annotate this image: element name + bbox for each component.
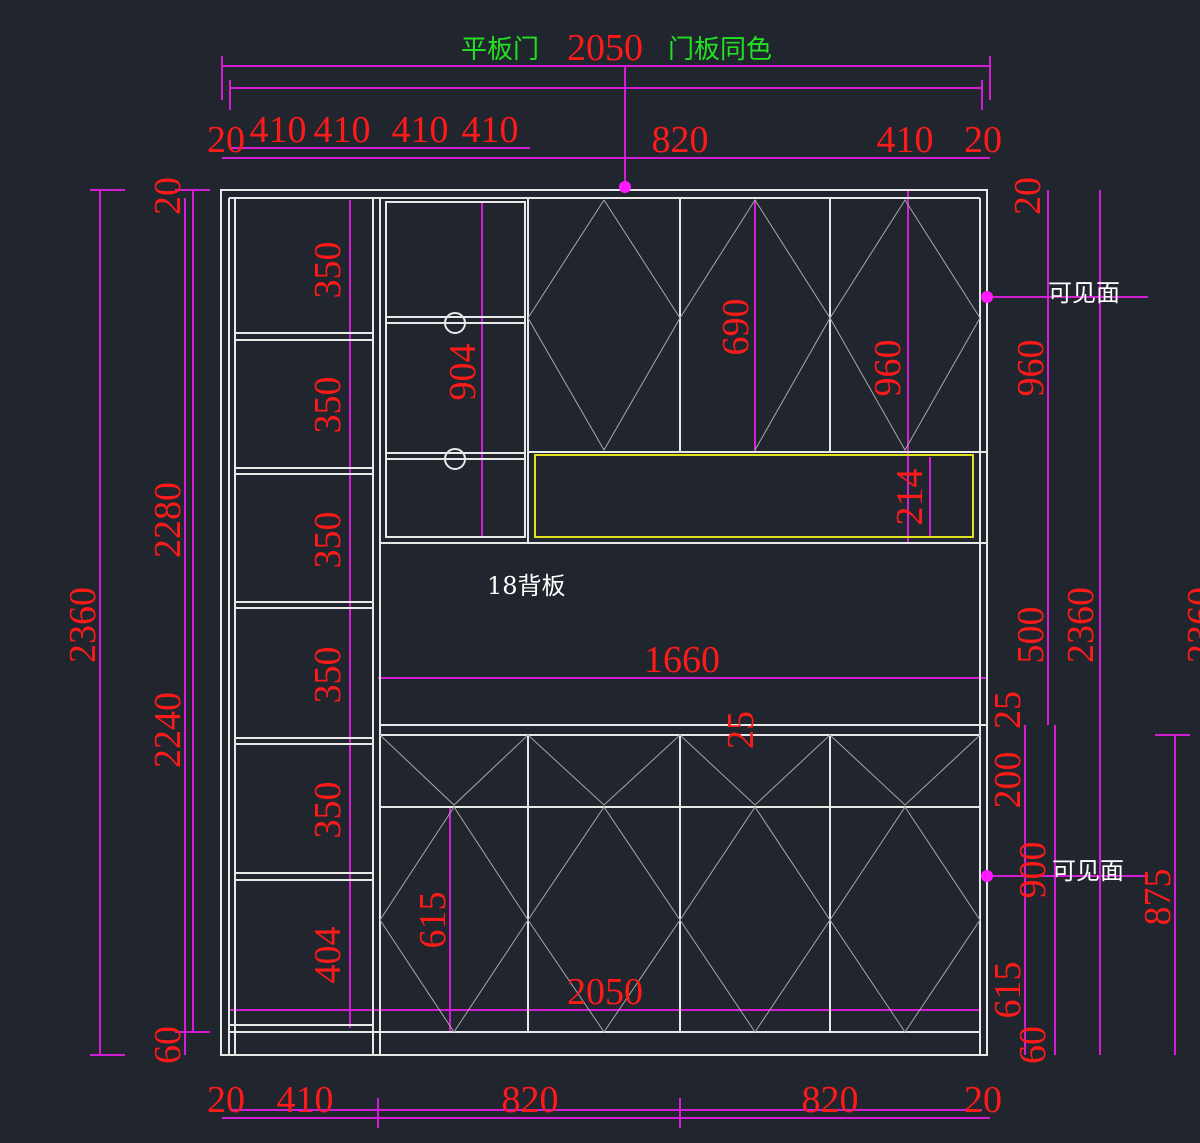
note-flat-door: 平板门 [461,35,539,65]
dim: 350 [307,242,349,299]
dim-2050: 2050 [567,971,643,1013]
dim: 20 [1007,177,1049,215]
dim: 820 [652,119,709,161]
note-back-panel: 18背板 [487,572,566,600]
dimension-lines [90,56,1190,1128]
dim-1660: 1660 [644,639,720,681]
markers [619,181,993,882]
dim: 690 [715,299,757,356]
dim: 2360 [1060,587,1102,663]
top-dimensions: 20 410 410 410 410 820 410 20 [207,109,1002,161]
vertical-dimensions: 2360 2280 2240 20 60 350 350 350 350 350… [62,177,1200,1064]
dim: 350 [307,377,349,434]
dim: 60 [147,1026,189,1064]
dim: 2280 [147,482,189,558]
highlighted-niche [534,454,974,538]
dim: 410 [392,109,449,151]
dim-overall-top: 2050 [567,27,643,69]
dim: 25 [720,711,762,749]
dim: 20 [207,119,245,161]
note-visible-face-top: 可见面 [1048,279,1120,307]
note-door-color: 门板同色 [668,35,772,65]
door-swing-lines [379,199,981,1033]
dim: 410 [877,119,934,161]
note-visible-face-bottom: 可见面 [1052,857,1124,885]
dim: 200 [987,752,1029,809]
dim: 410 [314,109,371,151]
dim: 900 [1012,842,1054,899]
dim: 350 [307,512,349,569]
dim: 20 [964,119,1002,161]
dim: 820 [802,1079,859,1121]
dim: 20 [207,1079,245,1121]
dim: 350 [307,647,349,704]
dim: 960 [1010,340,1052,397]
dim: 615 [987,962,1029,1019]
dim: 2360 [62,587,104,663]
dim: 500 [1010,607,1052,664]
dim: 404 [307,927,349,984]
dim: 875 [1137,869,1179,926]
dim: 20 [964,1079,1002,1121]
dim: 820 [502,1079,559,1121]
dim: 214 [889,469,931,526]
dim: 960 [867,340,909,397]
dim: 2240 [147,692,189,768]
dim: 410 [462,109,519,151]
dim: 410 [250,109,307,151]
cabinet [220,189,988,1056]
dim: 25 [987,691,1029,729]
dim: 410 [277,1079,334,1121]
dim: 60 [1012,1026,1054,1064]
dim: 904 [442,344,484,401]
dim: 2360 [1180,587,1200,663]
dim: 615 [412,892,454,949]
dim: 20 [147,177,189,215]
dim: 350 [307,782,349,839]
bottom-dimensions: 20 410 820 820 20 [207,1079,1002,1121]
